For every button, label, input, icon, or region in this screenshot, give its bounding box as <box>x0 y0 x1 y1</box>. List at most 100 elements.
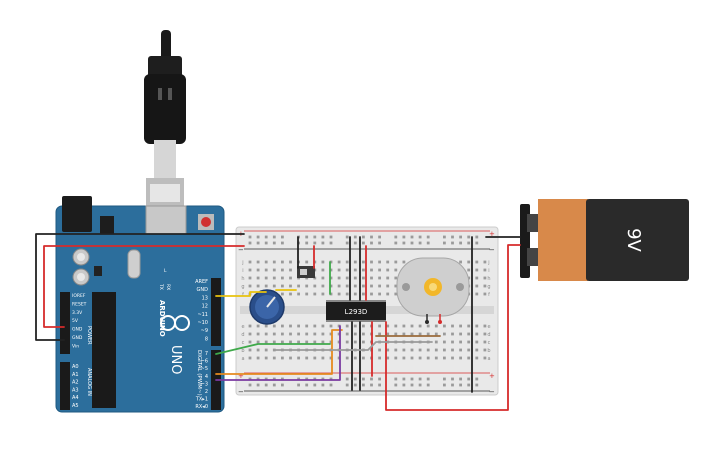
breadboard-hole <box>305 383 309 387</box>
analog-pin-label: A2 <box>72 380 79 386</box>
breadboard-hole <box>248 377 252 381</box>
breadboard-hole <box>370 235 373 239</box>
breadboard-hole <box>418 356 422 360</box>
breadboard-hole <box>281 356 284 360</box>
wire-pot-signal <box>215 291 267 297</box>
breadboard-hole <box>281 332 284 336</box>
breadboard-hole <box>394 268 398 272</box>
breadboard-hole <box>321 235 325 239</box>
breadboard-hole <box>289 356 292 360</box>
breadboard-hole <box>370 268 373 272</box>
analog-header <box>60 362 70 410</box>
breadboard-hole <box>362 332 365 336</box>
breadboard-hole <box>329 276 333 280</box>
breadboard-hole <box>337 268 341 272</box>
breadboard-hole <box>459 340 462 344</box>
breadboard-hole <box>272 241 276 245</box>
breadboard-hole <box>264 356 268 360</box>
breadboard-hole <box>272 284 276 288</box>
breadboard-hole <box>394 260 398 264</box>
battery-body-orange <box>538 199 588 281</box>
breadboard-hole <box>256 383 260 387</box>
breadboard-hole <box>475 284 479 288</box>
breadboard-hole <box>329 356 333 360</box>
breadboard-hole <box>313 324 317 328</box>
row-letter: j <box>487 260 489 266</box>
breadboard-hole <box>281 340 284 344</box>
breadboard-hole <box>402 383 406 387</box>
breadboard-hole <box>362 340 365 344</box>
breadboard-hole <box>475 292 479 296</box>
breadboard-hole <box>378 356 381 360</box>
slide-switch <box>297 266 315 278</box>
row-letter: j <box>241 260 243 266</box>
breadboard-hole <box>256 332 260 336</box>
digital-pin-label: ~6 <box>201 359 208 365</box>
breadboard-hole <box>394 241 398 245</box>
breadboard-hole <box>418 377 422 381</box>
breadboard-hole <box>272 383 276 387</box>
row-letter: c <box>242 340 245 346</box>
breadboard-hole <box>321 292 325 296</box>
breadboard-hole <box>370 292 373 296</box>
breadboard-hole <box>483 268 487 272</box>
breadboard-hole <box>345 383 349 387</box>
wire-switch <box>215 343 331 355</box>
breadboard-hole <box>297 383 300 387</box>
breadboard-hole <box>475 235 479 239</box>
row-letter: a <box>241 356 244 362</box>
analog-pin-label: A5 <box>72 403 79 409</box>
breadboard-hole <box>475 377 479 381</box>
digital-pin-label: ~5 <box>201 366 208 372</box>
breadboard-hole <box>329 268 333 272</box>
battery-body-black <box>586 199 689 281</box>
breadboard-hole <box>459 383 462 387</box>
power-pin-label: GND <box>72 327 83 333</box>
breadboard-hole <box>297 356 300 360</box>
breadboard-hole <box>272 377 276 381</box>
breadboard-hole <box>378 383 381 387</box>
breadboard-hole <box>434 356 438 360</box>
breadboard-hole <box>289 284 292 288</box>
digital-pin-label: ~9 <box>201 328 208 334</box>
breadboard-hole <box>410 332 414 336</box>
breadboard-hole <box>337 276 341 280</box>
digital-header-label: DIGITAL (PWM~) <box>196 350 202 396</box>
breadboard-hole <box>402 241 406 245</box>
breadboard-hole <box>459 348 462 352</box>
breadboard-hole <box>459 235 462 239</box>
breadboard-hole <box>305 292 309 296</box>
breadboard-hole <box>256 377 260 381</box>
breadboard-hole <box>483 324 487 328</box>
breadboard-hole <box>483 348 487 352</box>
breadboard-hole <box>248 260 252 264</box>
breadboard-hole <box>378 377 381 381</box>
breadboard-hole <box>402 332 406 336</box>
breadboard-hole <box>378 235 381 239</box>
arduino-logo-icon <box>160 315 190 331</box>
breadboard-hole <box>483 332 487 336</box>
breadboard-hole <box>248 340 252 344</box>
breadboard-hole <box>353 276 357 280</box>
breadboard-hole <box>394 348 398 352</box>
breadboard-hole <box>386 332 390 336</box>
breadboard-hole <box>329 260 333 264</box>
arduino-brand: ARDUINO <box>158 300 166 337</box>
breadboard-hole <box>256 260 260 264</box>
breadboard-hole <box>394 383 398 387</box>
breadboard-hole <box>467 332 471 336</box>
digital-pin-label: 8 <box>205 336 208 342</box>
power-pin-label: RESET <box>72 301 87 307</box>
breadboard-hole <box>321 324 325 328</box>
breadboard-hole <box>305 284 309 288</box>
breadboard-hole <box>329 235 333 239</box>
breadboard-hole <box>362 276 365 280</box>
breadboard-hole <box>345 284 349 288</box>
breadboard-hole <box>345 235 349 239</box>
breadboard-hole <box>256 356 260 360</box>
breadboard-hole <box>256 276 260 280</box>
row-letter: e <box>487 324 490 330</box>
l-led-label: L <box>164 268 167 274</box>
breadboard-hole <box>264 348 268 352</box>
